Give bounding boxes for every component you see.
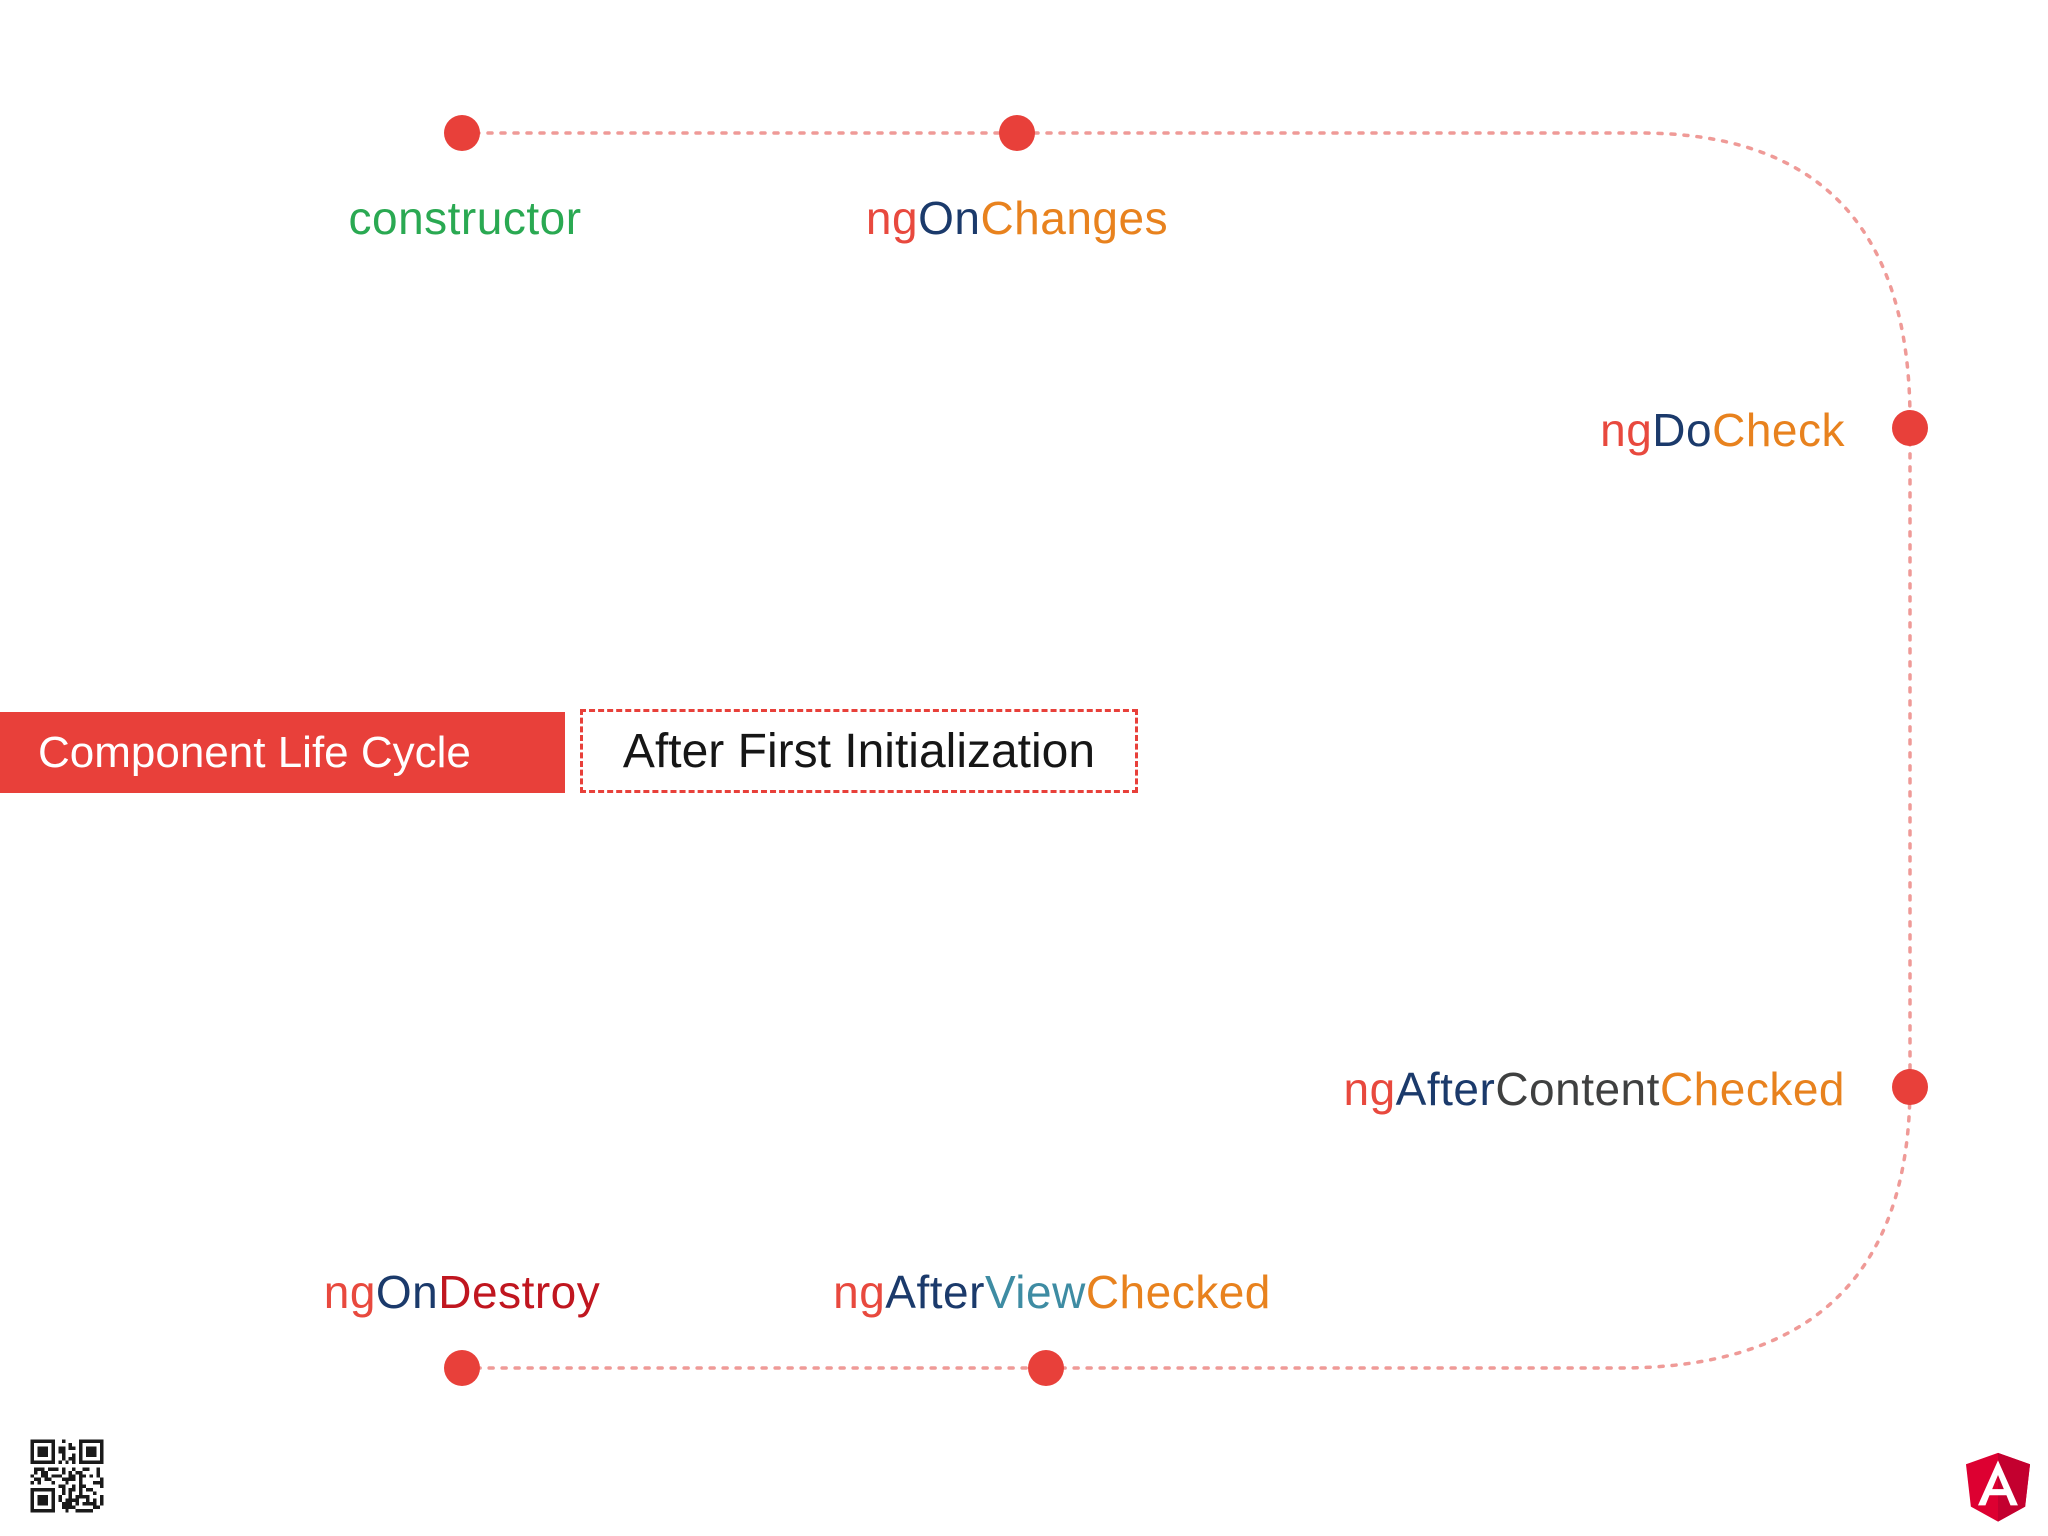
- hook-label-constructor: constructor: [348, 195, 581, 241]
- hook-label-ngaftercontentchecked: ngAfterContentChecked: [1343, 1066, 1845, 1112]
- hook-part: On: [375, 1266, 439, 1318]
- node-dot-ngaftercontentchecked: [1892, 1069, 1928, 1105]
- node-dot-ngdocheck: [1892, 410, 1928, 446]
- qr-code: [27, 1436, 107, 1516]
- phase-box-label: After First Initialization: [622, 724, 1096, 778]
- hook-part: After: [885, 1266, 985, 1318]
- hook-part: Checked: [1659, 1063, 1845, 1115]
- hook-label-ngdocheck: ngDoCheck: [1600, 407, 1845, 453]
- title-banner-label: Component Life Cycle: [38, 727, 471, 777]
- hook-label-ngafterviewchecked: ngAfterViewChecked: [833, 1269, 1271, 1315]
- hook-part: ng: [1600, 404, 1653, 456]
- hook-part: ng: [865, 192, 919, 244]
- node-dot-ngondestroy: [444, 1350, 480, 1386]
- title-banner: Component Life Cycle: [0, 712, 565, 793]
- hook-part: On: [918, 192, 981, 244]
- hook-part: View: [984, 1266, 1086, 1318]
- hook-part: ng: [833, 1266, 886, 1318]
- hook-part: Destroy: [438, 1266, 601, 1318]
- hook-label-ngondestroy: ngOnDestroy: [324, 1269, 601, 1315]
- node-dot-constructor: [444, 115, 480, 151]
- hook-part: After: [1395, 1063, 1496, 1115]
- angular-logo: [1965, 1452, 2031, 1522]
- hook-label-ngonchanges: ngOnChanges: [866, 195, 1168, 241]
- qr-modules: [30, 1439, 104, 1513]
- hook-part: Changes: [980, 192, 1169, 244]
- hook-part: ng: [323, 1266, 376, 1318]
- hook-part: constructor: [348, 192, 582, 244]
- hook-part: Do: [1652, 404, 1713, 456]
- hook-part: Content: [1495, 1063, 1660, 1115]
- hook-part: Checked: [1085, 1266, 1271, 1318]
- hook-part: ng: [1343, 1063, 1396, 1115]
- lifecycle-dotted-path: [460, 131, 1912, 1370]
- phase-box: After First Initialization: [580, 709, 1138, 793]
- node-dot-ngonchanges: [999, 115, 1035, 151]
- hook-part: Check: [1712, 404, 1845, 456]
- node-dot-ngafterviewchecked: [1028, 1350, 1064, 1386]
